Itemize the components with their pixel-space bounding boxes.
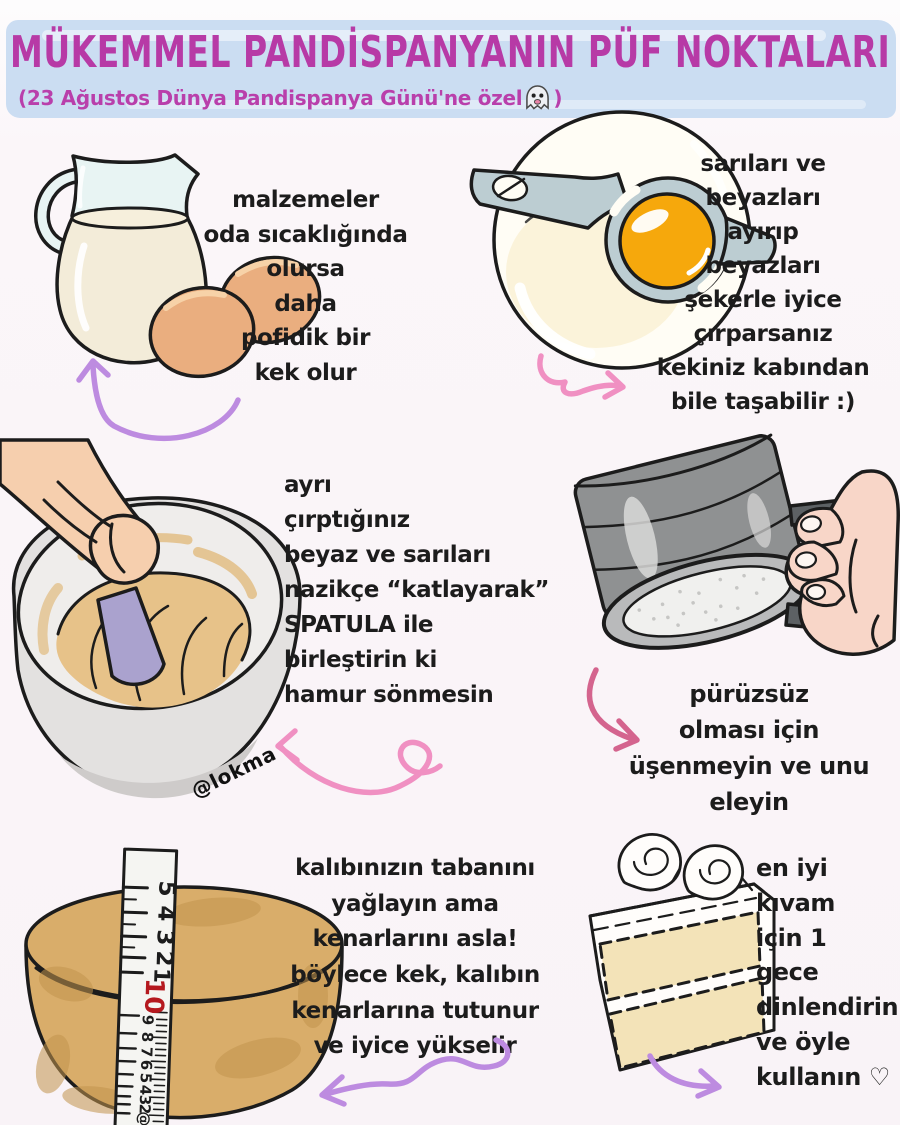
tape-number: 7 <box>137 1046 155 1057</box>
flour-sifter-in-hand-illustration <box>573 433 900 656</box>
arrow-to-jug <box>76 358 241 442</box>
subtitle-close-paren: ) <box>553 85 563 110</box>
separator-tab <box>718 216 777 266</box>
slice-layer-top <box>598 910 762 1002</box>
tape-number: 6 <box>137 1059 155 1070</box>
arrow-to-cake-pan <box>319 1037 511 1107</box>
ghost-emoji-icon <box>526 85 550 110</box>
tape-number: 2 <box>151 950 178 967</box>
tape-number: 3 <box>136 1094 154 1105</box>
subtitle-text: (23 Ağustos Dünya Pandispanya Günü'ne öz… <box>18 85 523 110</box>
tape-number: 8 <box>138 1031 156 1042</box>
arrow-from-sifter <box>586 667 640 752</box>
page-title: MÜKEMMEL PANDİSPANYANIN PÜF NOKTALARI <box>10 26 891 78</box>
cake-pan-with-measuring-tape-illustration: 5 4 3 2 1 10 9 8 7 6 5 4 3 2 @ <box>24 847 344 1125</box>
page-subtitle: (23 Ağustos Dünya Pandispanya Günü'ne öz… <box>18 84 562 111</box>
measuring-tape: 5 4 3 2 1 10 9 8 7 6 5 4 3 2 @ <box>113 847 180 1125</box>
arrow-to-rest-tip <box>647 1053 722 1099</box>
tape-number: 2 <box>135 1103 153 1114</box>
fingernail <box>799 515 823 533</box>
mixing-bowl-with-spatula-illustration <box>0 438 302 799</box>
slice-layer-bottom <box>608 976 766 1070</box>
tip-text-grease-only-bottom: kalıbınızın tabanını yağlayın ama kenarl… <box>290 855 540 1060</box>
tape-number: 5 <box>137 1072 155 1083</box>
tape-number: 9 <box>139 1014 157 1025</box>
frosting-swirl <box>682 844 754 901</box>
milk-surface <box>70 206 190 230</box>
fist <box>88 513 160 585</box>
egg-separator-over-bowl-illustration <box>469 110 777 370</box>
fingernail <box>794 551 818 569</box>
arrow-to-whipping-bowl <box>537 353 626 400</box>
tape-number: 4 <box>136 1084 154 1095</box>
cake-slice-illustration <box>588 833 776 1072</box>
egg-left <box>148 285 256 379</box>
tip-text-sift-flour: pürüzsüz olması için üşenmeyin ve unu el… <box>628 680 870 816</box>
title-banner <box>6 20 896 118</box>
cake-top <box>24 885 344 1003</box>
tape-number: 5 <box>153 880 180 897</box>
tape-number: 1 <box>148 967 174 983</box>
tip-text-ingredients: malzemeler oda sıcaklığında olursa daha … <box>203 187 408 386</box>
tip-text-rest-overnight: en iyi kıvam için 1 gece dinlendirin ve … <box>756 854 899 1091</box>
tip-text-separate-eggs: sarıları ve beyazları ayırıp beyazları ş… <box>656 151 870 416</box>
tip-text-fold-gently: ayrı çırptığınız beyaz ve sarıları nazik… <box>284 472 550 708</box>
tape-number: @ <box>135 1111 154 1125</box>
frosting-swirl <box>617 833 683 892</box>
arrow-to-mixing-bowl <box>275 728 443 796</box>
fingernail <box>805 583 827 601</box>
sifter-cup <box>573 433 813 650</box>
tape-number-ten: 10 <box>138 978 169 1015</box>
tape-number: 3 <box>151 929 178 946</box>
tape-number: 4 <box>152 905 179 922</box>
spatula <box>96 586 166 686</box>
milk-jug-and-eggs-illustration <box>34 153 322 379</box>
